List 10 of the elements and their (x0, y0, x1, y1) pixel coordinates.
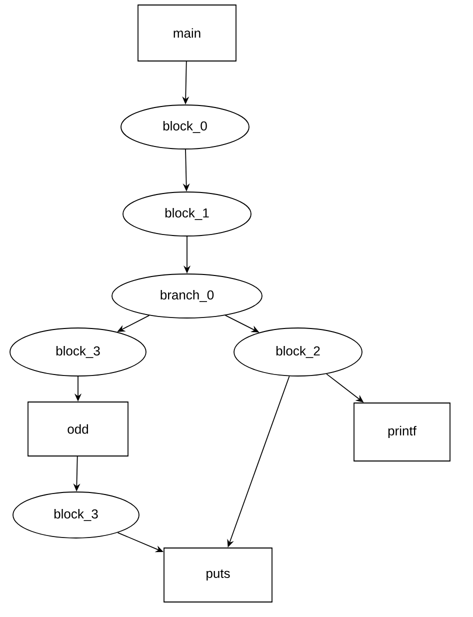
ellipse-node: block_0 (120, 104, 250, 150)
process-box: main (138, 4, 236, 62)
process-box: odd (28, 402, 128, 456)
ellipse-node: block_1 (122, 192, 252, 236)
ellipse-node: block_3 (10, 328, 146, 376)
ellipse-node: branch_0 (112, 274, 262, 318)
ellipse-node: block_3 (12, 492, 140, 538)
process-box: printf (354, 402, 450, 462)
ellipse-node: block_2 (234, 328, 362, 376)
process-box: puts (164, 548, 272, 602)
